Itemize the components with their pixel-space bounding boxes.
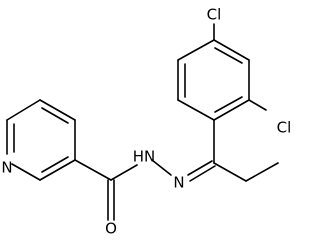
- bond: [151, 159, 172, 176]
- bond: [245, 162, 279, 182]
- bond: [213, 99, 250, 121]
- bond: [39, 99, 76, 121]
- molecule-structure-diagram: Cl Cl N HN N O: [1, 6, 292, 238]
- chlorine-atom-top: Cl: [207, 6, 222, 24]
- bond: [6, 99, 41, 121]
- imine-nitrogen-atom: N: [173, 174, 184, 192]
- pyridine-ring: [6, 99, 76, 181]
- carbonyl-oxygen-atom: O: [105, 220, 117, 238]
- double-bond-inner: [41, 156, 69, 173]
- chlorine-atom-right: Cl: [277, 119, 292, 137]
- hydrazone-chain: [74, 119, 279, 221]
- bond: [74, 159, 112, 181]
- bond: [110, 164, 138, 181]
- bond: [177, 99, 215, 121]
- double-bond-inner: [41, 107, 69, 124]
- bond: [177, 39, 215, 61]
- bond: [11, 163, 41, 181]
- pyridine-nitrogen-atom: N: [1, 159, 12, 177]
- hydrazide-nh-group: HN: [133, 148, 156, 166]
- bond: [213, 162, 247, 182]
- imine-double-bond: [187, 160, 213, 176]
- bond: [39, 159, 76, 181]
- double-bond-inner: [214, 96, 243, 113]
- imine-double-bond: [189, 165, 216, 182]
- dichlorophenyl-ring: [177, 23, 267, 121]
- bond: [213, 39, 250, 61]
- double-bond-inner: [214, 47, 243, 64]
- bond: [248, 99, 267, 111]
